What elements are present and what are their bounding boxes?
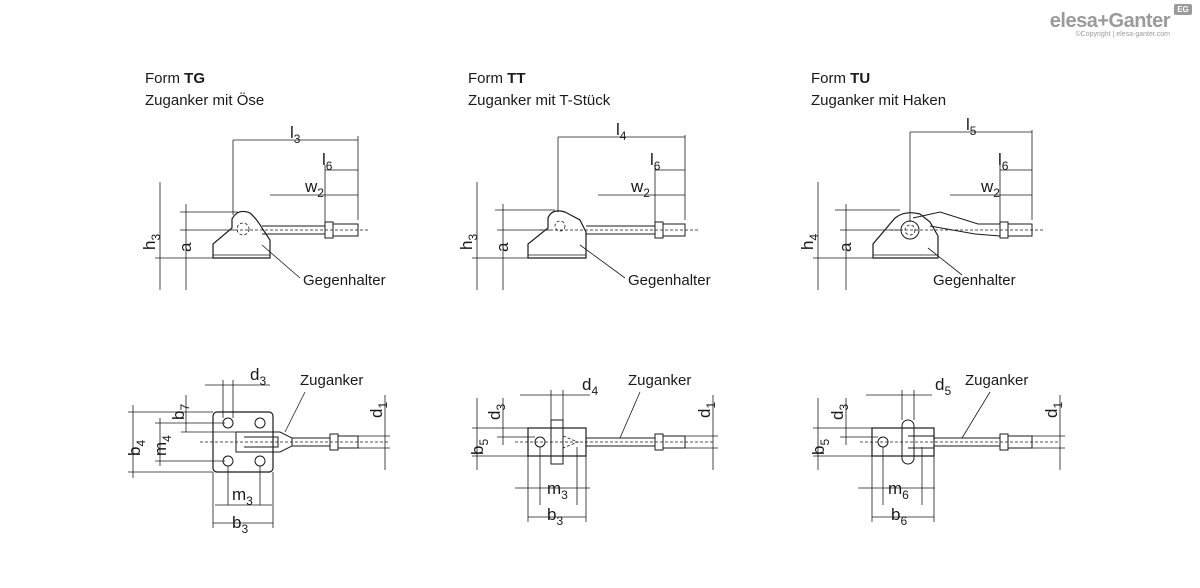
tt-holder-shape <box>527 210 587 259</box>
form-tt-prefix: Form <box>468 70 503 87</box>
tg-label-b4: b4 <box>125 440 148 456</box>
tt-label-h3: h3 <box>457 234 480 250</box>
tg-eye-hole <box>236 222 250 236</box>
tu-label-a: a <box>836 242 855 252</box>
tu-hook-top <box>908 435 934 449</box>
tt-label-b5: b5 <box>468 439 491 455</box>
tu-top-rod <box>934 437 1000 447</box>
form-tg-prefix: Form <box>145 70 180 87</box>
tg-label-a: a <box>176 242 195 252</box>
tt-label-m3: m3 <box>547 479 568 502</box>
form-tu-header: Form TU Zuganker mit Haken <box>811 68 946 112</box>
tu-label-w2: w2 <box>980 177 1000 200</box>
tu-label-l5: l5 <box>966 115 977 138</box>
tg-label-d3: d3 <box>250 365 266 388</box>
tt-side-view: l4 l6 w2 h3 a Gegenhalter <box>457 120 711 290</box>
tu-holder-shape <box>872 212 939 259</box>
tu-label-h4: h4 <box>798 234 821 250</box>
tu-label-holder: Gegenhalter <box>933 272 1016 289</box>
tg-side-view: l3 l6 w2 h3 a Gegenhalter <box>140 123 386 290</box>
tu-top-view: d5 b5 d3 d1 m6 b6 Zuganker <box>809 372 1065 528</box>
tu-label-b5: b5 <box>809 439 832 455</box>
form-tu-code: TU <box>850 70 871 87</box>
tt-label-l6: l6 <box>650 150 661 173</box>
tg-rod <box>262 225 325 235</box>
tg-label-d1: d1 <box>367 402 390 418</box>
tt-label-d4: d4 <box>582 375 598 398</box>
tt-top-view: d4 b5 d3 d1 m3 b3 Zuganker <box>468 372 718 528</box>
tu-hook-arm <box>912 211 1001 237</box>
tu-label-d5: d5 <box>935 375 951 398</box>
form-tg-description: Zuganker mit Öse <box>145 92 265 109</box>
tt-label-l4: l4 <box>616 120 627 143</box>
tg-label-b3: b3 <box>232 513 248 536</box>
tu-label-rod: Zuganker <box>965 372 1028 389</box>
tg-leader-rod <box>284 391 306 433</box>
tg-label-l3: l3 <box>290 123 301 146</box>
tt-rod <box>586 225 655 235</box>
tg-top-rod <box>292 437 330 447</box>
tg-label-h3: h3 <box>140 234 163 250</box>
brand-logo: elesa+Ganter ©Copyright | elesa-ganter.c… <box>1049 10 1171 38</box>
form-tt-description: Zuganker mit T-Stück <box>468 92 611 109</box>
tt-leader-holder <box>579 244 626 279</box>
form-tg-header: Form TG Zuganker mit Öse <box>145 68 264 112</box>
tu-leader-rod <box>961 391 991 439</box>
tt-label-w2: w2 <box>630 177 650 200</box>
tt-thread <box>662 223 686 237</box>
tu-leader-holder <box>927 247 963 276</box>
tg-leader-holder <box>261 244 301 279</box>
tt-leader-rod <box>619 391 641 439</box>
tt-top-rod <box>586 437 655 447</box>
tt-tee-hole <box>554 220 566 232</box>
tt-label-d3: d3 <box>485 404 508 420</box>
tg-label-m3: m3 <box>232 485 253 508</box>
tu-label-l6: l6 <box>998 150 1009 173</box>
tt-label-d1: d1 <box>695 402 718 418</box>
form-tu-prefix: Form <box>811 70 846 87</box>
tg-label-w2: w2 <box>304 177 324 200</box>
tu-label-m6: m6 <box>888 479 909 502</box>
tt-label-a: a <box>493 242 512 252</box>
tg-label-l6: l6 <box>322 150 333 173</box>
tg-thread <box>332 223 359 237</box>
form-tt-header: Form TT Zuganker mit T-Stück <box>468 68 610 112</box>
form-tu-description: Zuganker mit Haken <box>811 92 947 109</box>
tt-label-b3: b3 <box>547 505 563 528</box>
form-tt-code: TT <box>507 70 526 87</box>
copyright-text: ©Copyright | elesa-ganter.com <box>1075 31 1170 38</box>
tg-label-holder: Gegenhalter <box>303 272 386 289</box>
tg-top-view: d3 b4 m4 b7 d1 m3 b3 Zuganker <box>125 365 390 536</box>
tg-label-m4: m4 <box>151 435 174 456</box>
tu-label-d1: d1 <box>1042 402 1065 418</box>
tt-label-rod: Zuganker <box>628 372 691 389</box>
form-tg-code: TG <box>184 70 206 87</box>
tg-hole-tr <box>254 417 266 429</box>
tu-label-b6: b6 <box>891 505 907 528</box>
brand-name: elesa+Ganter <box>1049 10 1171 32</box>
tu-side-view: l5 l6 w2 h4 a Gegenhalter <box>798 115 1045 290</box>
brand-badge: EG <box>1174 4 1192 15</box>
tg-label-rod: Zuganker <box>300 372 363 389</box>
tt-label-holder: Gegenhalter <box>628 272 711 289</box>
tu-label-d3: d3 <box>828 404 851 420</box>
tg-label-b7: b7 <box>169 404 192 420</box>
tu-thread <box>1007 223 1033 237</box>
